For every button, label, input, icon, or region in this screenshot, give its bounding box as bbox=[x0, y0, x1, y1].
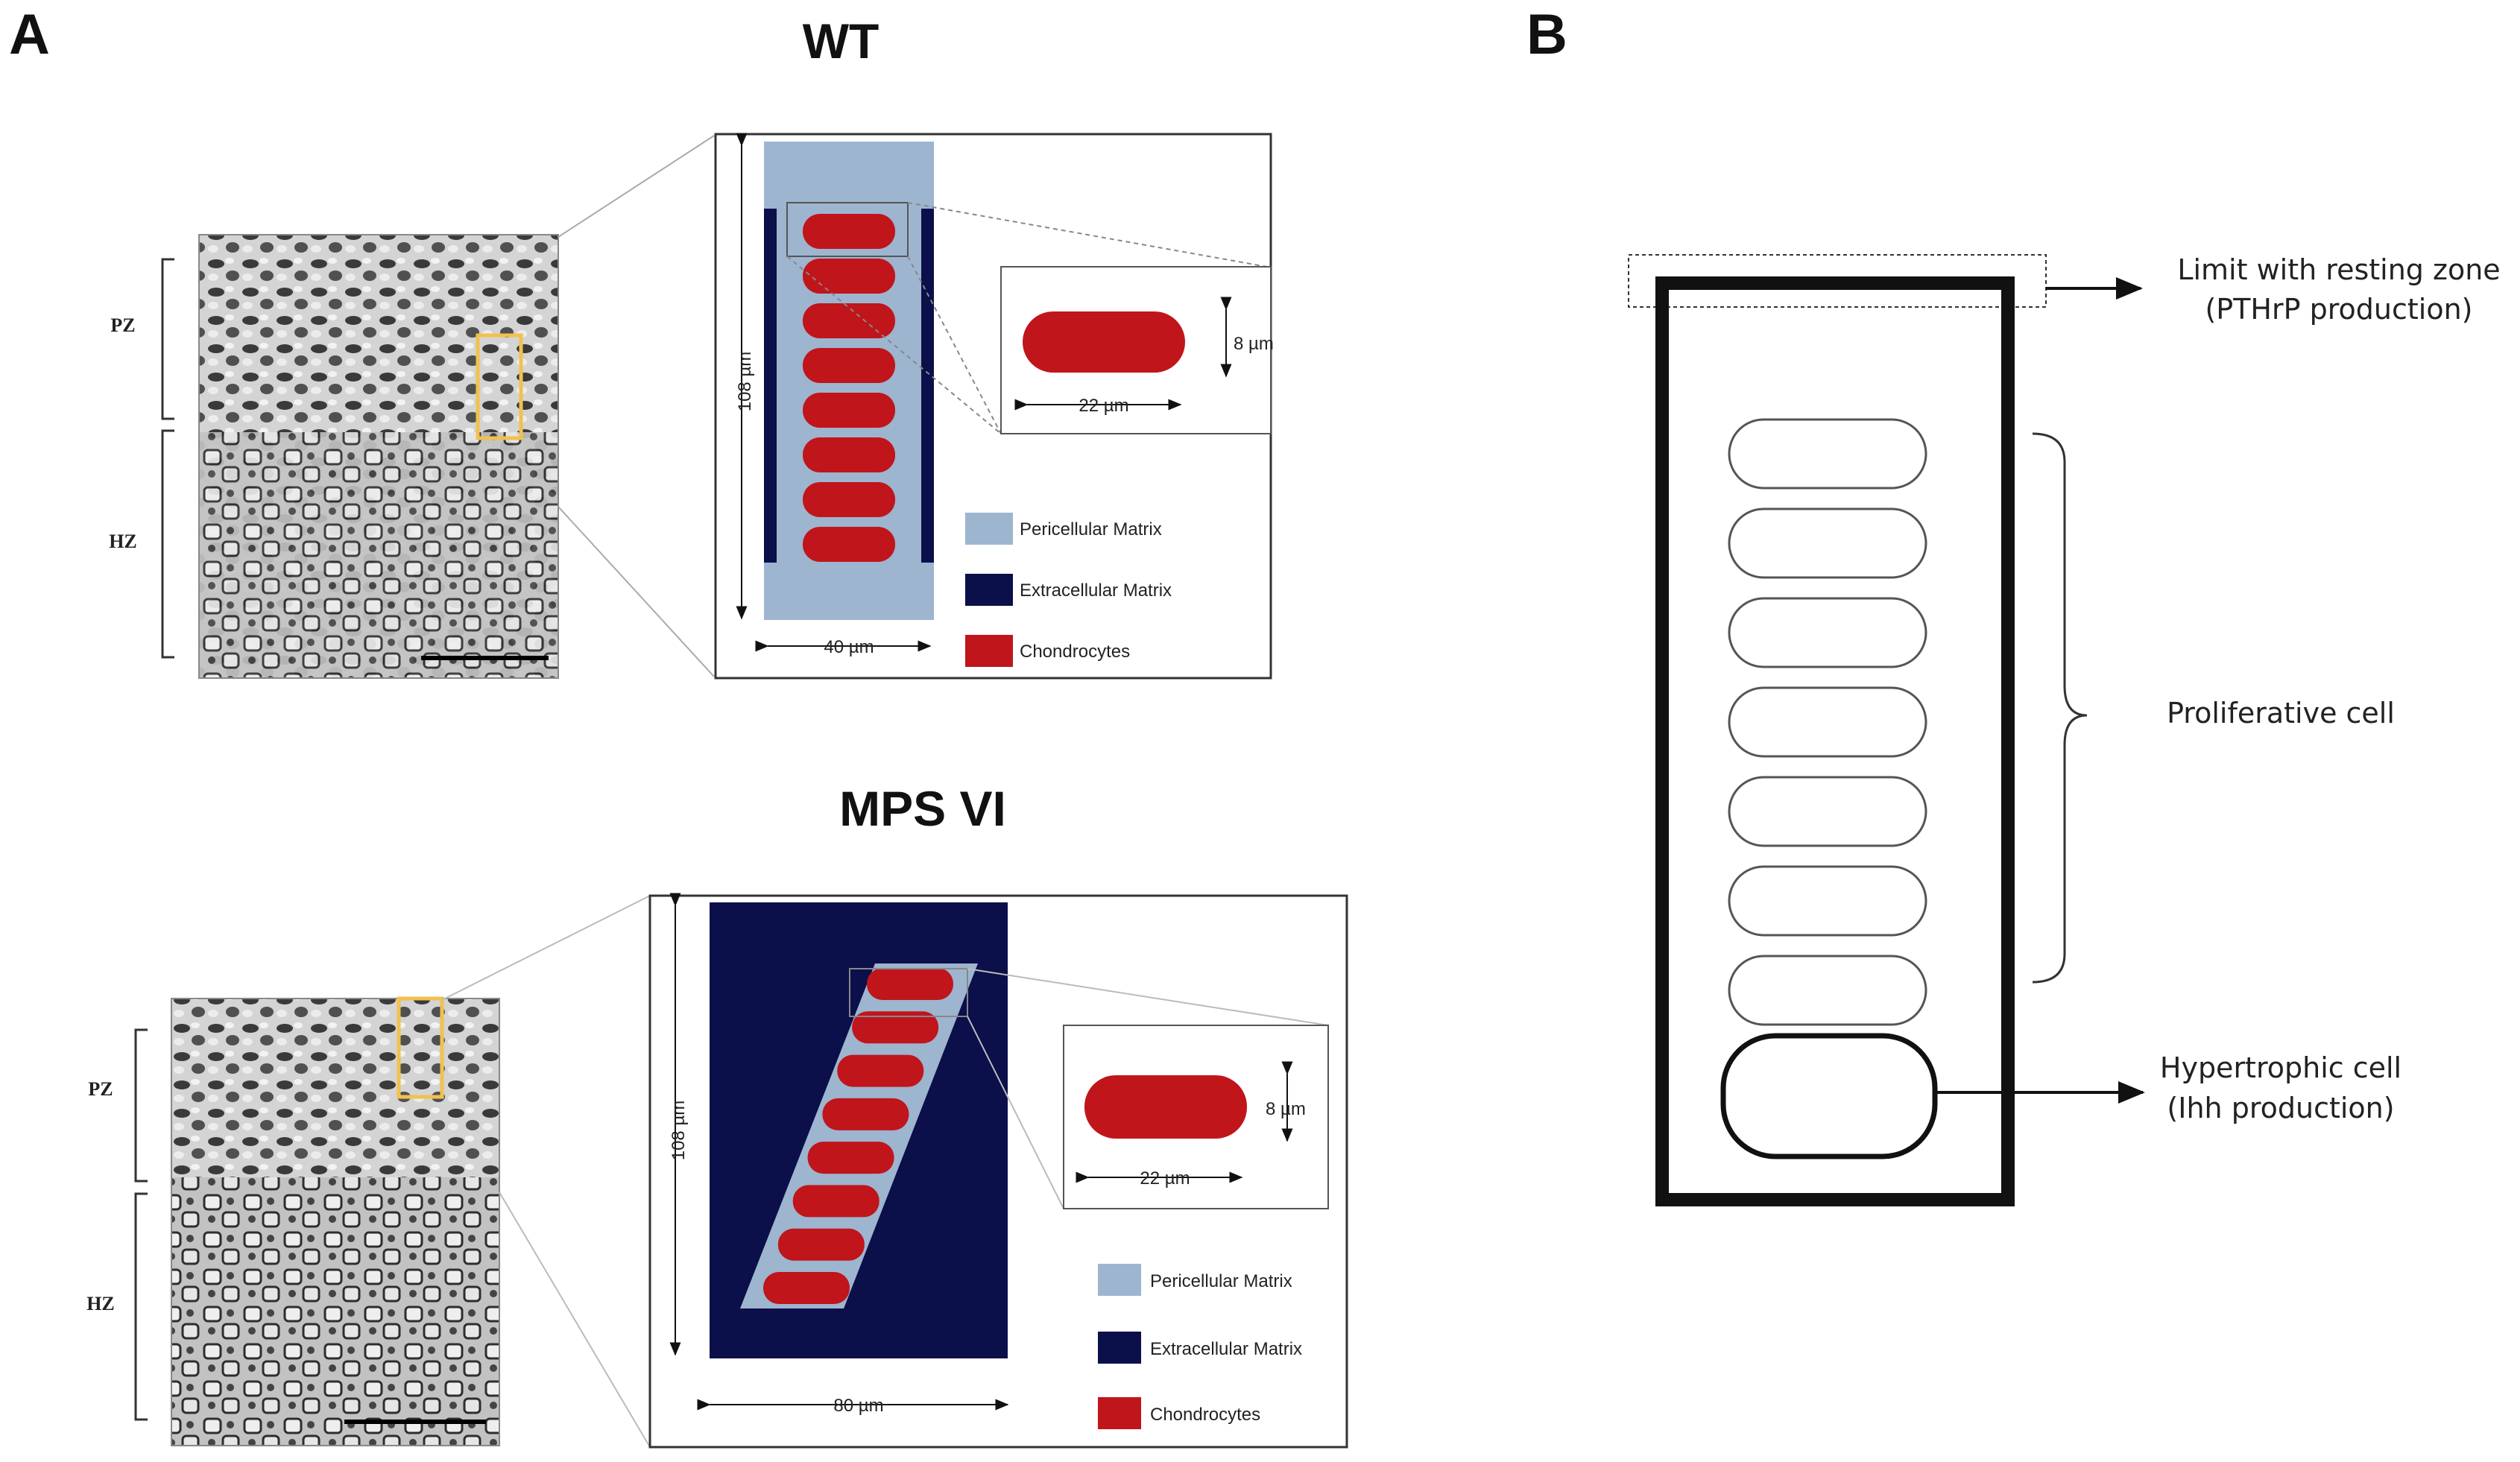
proliferative-cell bbox=[1728, 686, 1927, 758]
wt-chondrocyte bbox=[803, 393, 895, 428]
wt-chondrocyte bbox=[803, 527, 895, 562]
proliferative-label: Proliferative cell bbox=[2167, 697, 2395, 730]
wt-hz-label: HZ bbox=[109, 531, 137, 552]
wt-micrograph bbox=[198, 234, 559, 679]
wt-height-label: 108 µm bbox=[735, 352, 755, 412]
mps-cell-width-label: 22 µm bbox=[1140, 1168, 1190, 1189]
wt-chondrocyte bbox=[803, 348, 895, 383]
wt-legend-chondrocytes: Chondrocytes bbox=[1020, 642, 1130, 662]
wt-pz-bracket bbox=[161, 258, 174, 420]
mps-cell-height-label: 8 µm bbox=[1266, 1099, 1306, 1119]
mps-chondrocyte bbox=[807, 1142, 894, 1174]
mps-legend-extracellular: Extracellular Matrix bbox=[1150, 1339, 1302, 1359]
wt-zoom-line-bottom bbox=[558, 506, 715, 677]
wt-legend-pericellular: Pericellular Matrix bbox=[1020, 519, 1162, 539]
mps-hz-bracket bbox=[134, 1192, 148, 1421]
proliferative-bracket bbox=[2032, 432, 2088, 984]
wt-legend-extracellular: Extracellular Matrix bbox=[1020, 580, 1172, 601]
proliferative-cell bbox=[1728, 418, 1927, 490]
mps-hz-label: HZ bbox=[86, 1293, 115, 1314]
wt-hz-bracket bbox=[161, 429, 174, 659]
wt-ecm-right bbox=[921, 209, 934, 563]
resting-zone-limit-box bbox=[1628, 254, 2047, 308]
wt-inset-chondrocyte bbox=[1023, 311, 1185, 373]
wt-cell-width-label: 22 µm bbox=[1079, 396, 1128, 416]
wt-legend-chondrocytes-swatch bbox=[965, 635, 1013, 667]
wt-zoom-source-box bbox=[786, 202, 909, 257]
mps-highlight-box bbox=[397, 996, 444, 1099]
wt-chondrocyte bbox=[803, 259, 895, 294]
wt-chondrocyte bbox=[803, 437, 895, 472]
mps-legend-chondrocytes: Chondrocytes bbox=[1150, 1405, 1260, 1425]
mps-pericellular-matrix bbox=[740, 963, 978, 1308]
mps-chondrocytes bbox=[763, 968, 953, 1304]
growth-plate-column bbox=[1655, 276, 2015, 1206]
mps-legend-pericellular-swatch bbox=[1098, 1264, 1141, 1296]
mps-title: MPS VI bbox=[839, 781, 1006, 836]
panel-a-letter: A bbox=[9, 3, 50, 66]
mps-inset-chondrocyte bbox=[1084, 1075, 1247, 1139]
mps-chondrocyte bbox=[852, 1011, 939, 1044]
mps-chondrocyte bbox=[867, 968, 953, 1000]
proliferative-cell bbox=[1728, 776, 1927, 847]
limit-label-line1: Limit with resting zone bbox=[2177, 253, 2500, 286]
mps-width-label: 80 µm bbox=[833, 1396, 883, 1416]
proliferative-cell bbox=[1728, 865, 1927, 937]
proliferative-cell bbox=[1728, 955, 1927, 1026]
wt-width-label: 40 µm bbox=[824, 637, 874, 657]
mps-chondrocyte bbox=[822, 1098, 909, 1130]
proliferative-cells bbox=[1728, 418, 1927, 1026]
limit-label-line2: (PTHrP production) bbox=[2205, 293, 2472, 326]
wt-title: WT bbox=[803, 13, 880, 69]
wt-chondrocyte bbox=[803, 303, 895, 338]
mps-micrograph bbox=[171, 996, 500, 1446]
mps-legend-extracellular-swatch bbox=[1098, 1332, 1141, 1364]
mps-chondrocyte bbox=[763, 1272, 850, 1304]
mps-pz-label: PZ bbox=[88, 1078, 113, 1100]
wt-cell-height-label: 8 µm bbox=[1234, 334, 1274, 354]
proliferative-cell bbox=[1728, 597, 1927, 668]
wt-chondrocyte bbox=[803, 482, 895, 517]
wt-legend-extracellular-swatch bbox=[965, 574, 1013, 606]
mps-height-label: 108 µm bbox=[669, 1101, 689, 1161]
hypertrophic-cell bbox=[1720, 1033, 1938, 1159]
wt-zoom-line-top bbox=[558, 135, 715, 238]
hypertrophic-label-line2: (Ihh production) bbox=[2167, 1092, 2394, 1124]
wt-chondrocytes bbox=[803, 214, 895, 562]
mps-zoom-source-box bbox=[849, 968, 968, 1017]
mps-legend-chondrocytes-swatch bbox=[1098, 1397, 1141, 1429]
wt-chondrocyte bbox=[803, 214, 895, 249]
wt-highlight-box bbox=[476, 333, 523, 440]
panel-b-letter: B bbox=[1526, 3, 1567, 66]
mps-chondrocyte bbox=[837, 1054, 924, 1087]
mps-chondrocyte bbox=[777, 1228, 865, 1261]
hypertrophic-label-line1: Hypertrophic cell bbox=[2160, 1051, 2401, 1084]
wt-pz-label: PZ bbox=[110, 314, 135, 336]
mps-legend-pericellular: Pericellular Matrix bbox=[1150, 1271, 1292, 1291]
mps-chondrocyte bbox=[792, 1185, 880, 1218]
mps-pz-bracket bbox=[134, 1028, 148, 1183]
proliferative-cell bbox=[1728, 507, 1927, 579]
wt-ecm-left bbox=[764, 209, 777, 563]
wt-legend-pericellular-swatch bbox=[965, 513, 1013, 545]
